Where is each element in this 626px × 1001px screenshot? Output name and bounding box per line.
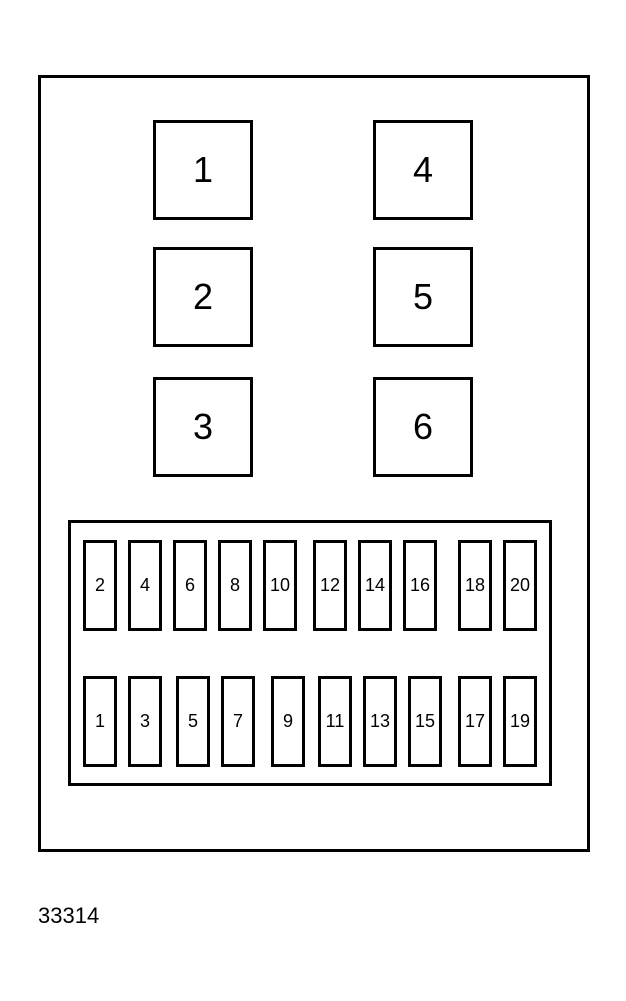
fuse-1: 1 (83, 676, 117, 767)
fuse-18: 18 (458, 540, 492, 631)
relay-5: 5 (373, 247, 473, 347)
fuse-9: 9 (271, 676, 305, 767)
fuse-14: 14 (358, 540, 392, 631)
relay-4: 4 (373, 120, 473, 220)
fuse-4: 4 (128, 540, 162, 631)
fuse-block (68, 520, 552, 786)
fuse-5: 5 (176, 676, 210, 767)
fuse-7: 7 (221, 676, 255, 767)
fuse-19: 19 (503, 676, 537, 767)
fuse-17: 17 (458, 676, 492, 767)
fuse-16: 16 (403, 540, 437, 631)
fuse-13: 13 (363, 676, 397, 767)
fuse-2: 2 (83, 540, 117, 631)
relay-3: 3 (153, 377, 253, 477)
fuse-8: 8 (218, 540, 252, 631)
relay-1: 1 (153, 120, 253, 220)
fuse-20: 20 (503, 540, 537, 631)
fuse-box-panel (38, 75, 590, 852)
relay-2: 2 (153, 247, 253, 347)
fuse-10: 10 (263, 540, 297, 631)
fuse-6: 6 (173, 540, 207, 631)
fuse-11: 11 (318, 676, 352, 767)
fuse-15: 15 (408, 676, 442, 767)
relay-6: 6 (373, 377, 473, 477)
figure-id: 33314 (38, 903, 100, 928)
fuse-3: 3 (128, 676, 162, 767)
fuse-12: 12 (313, 540, 347, 631)
